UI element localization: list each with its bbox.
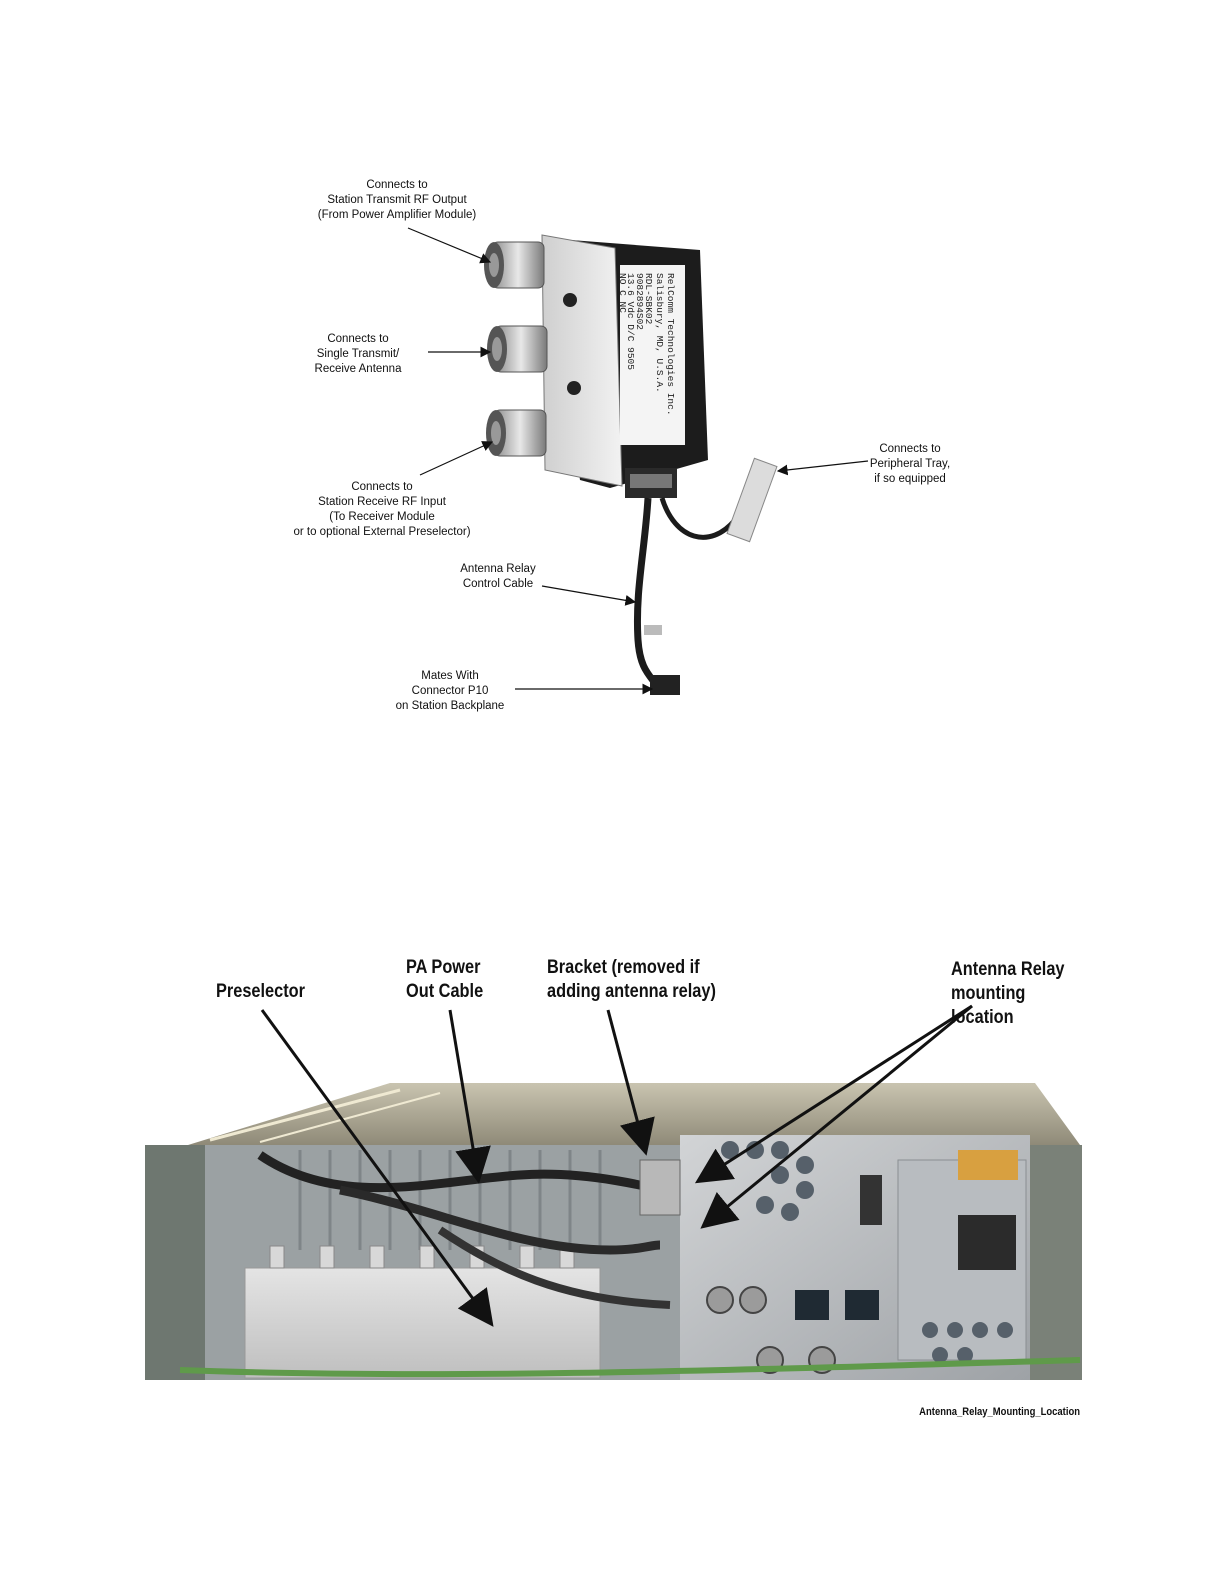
pa-power-out-cable (257, 1151, 662, 1195)
connector-antenna (487, 325, 548, 373)
relay-label-voltage: 13.6 Vdc D/C 9505 (625, 273, 636, 370)
callout-bracket: Bracket (removed if adding antenna relay… (547, 957, 716, 1002)
antenna-relay-illustration: RelComm Technologies Inc. Salisbury, MD,… (407, 227, 869, 695)
callout-pa-power-out-cable: PA Power Out Cable (406, 957, 484, 1002)
mounting-location-figure: Preselector PA Power Out Cable Bracket (… (140, 950, 1090, 1430)
callout-preselector: Preselector (216, 981, 306, 1002)
callout-p10: Mates With Connector P10 on Station Back… (395, 670, 505, 712)
control-cable (633, 497, 663, 692)
antenna-relay-figure: RelComm Technologies Inc. Salisbury, MD,… (280, 170, 980, 730)
callout-tx-output: Connects to Station Transmit RF Output (… (317, 179, 477, 221)
relay-label-brand: RelComm Technologies Inc. (665, 273, 676, 416)
callout-antenna: Connects to Single Transmit/ Receive Ant… (314, 333, 402, 375)
callout-relay-mounting-location: Antenna Relay mounting location (951, 959, 1065, 1028)
bracket (639, 1159, 681, 1216)
relay-block (541, 234, 623, 487)
callout-control-cable: Antenna Relay Control Cable (460, 563, 536, 590)
connector-rx (486, 409, 547, 457)
relay-label: RelComm Technologies Inc. Salisbury, MD,… (617, 265, 685, 445)
relay-label-ports: NO C NC (617, 273, 628, 313)
relay-label-model: RDL-SBK02 (643, 273, 654, 325)
station-rear-photo (145, 1004, 1082, 1380)
callout-rx-input: Connects to Station Receive RF Input (To… (293, 481, 471, 538)
relay-label-part: 9082894S02 (634, 273, 645, 330)
relay-label-location: Salisbury, MD, U.S.A. (654, 273, 665, 393)
figure-caption: Antenna_Relay_Mounting_Location (919, 1406, 1080, 1418)
callout-peripheral: Connects to Peripheral Tray, if so equip… (869, 443, 951, 485)
connector-tx (484, 241, 545, 289)
